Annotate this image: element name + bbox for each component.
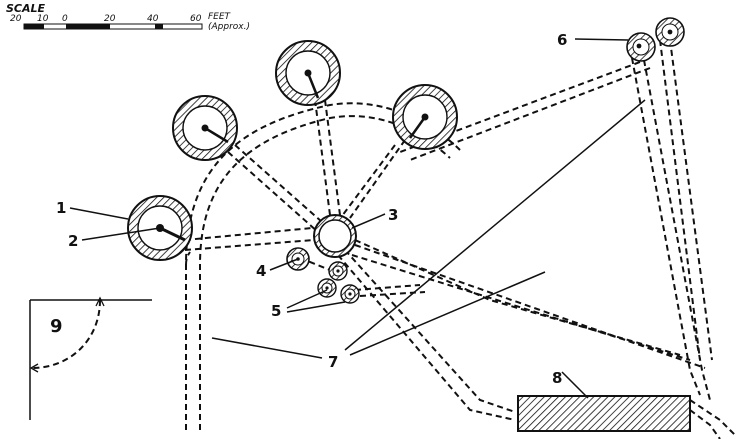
- pit-5c: [340, 284, 360, 304]
- pit-5b: [317, 278, 337, 298]
- passage-6-down-b: [643, 59, 711, 401]
- pit-5a: [328, 261, 348, 281]
- leader-7c: [349, 271, 546, 356]
- pit-6a: [626, 32, 656, 62]
- label-6: 6: [557, 31, 567, 49]
- label-3: 3: [388, 206, 398, 224]
- emplacement-gun: [204, 126, 229, 144]
- corner-arrow-left: [29, 363, 39, 373]
- number-labels: 1 2 3 4 5 6 7 8 9: [50, 31, 567, 387]
- passage-br-b: [689, 409, 721, 439]
- spoke-left-b: [227, 151, 319, 233]
- label-2: 2: [68, 232, 78, 250]
- leader-2: [81, 227, 161, 241]
- passage-3-right-c: [354, 239, 681, 356]
- scale-bar: SCALE 20 10 0 20 40 60 FEET (Approx.): [6, 2, 250, 32]
- pit-dot: [636, 43, 642, 49]
- passage-3-down-b: [337, 254, 516, 421]
- scale-tick-40: 40: [147, 14, 159, 24]
- scale-title: SCALE: [6, 2, 46, 15]
- scale-tick-20b: 20: [104, 14, 116, 24]
- passage-6-down-a: [631, 57, 701, 396]
- emplacement-topright: [392, 84, 458, 150]
- leader-7b: [344, 99, 646, 351]
- label-8: 8: [552, 369, 562, 387]
- corner-marker-9: [29, 296, 152, 420]
- passage-3-right-b: [351, 254, 691, 361]
- passages: [184, 39, 736, 439]
- emplacement-topleft: [172, 95, 238, 161]
- passage-6b-down-b: [669, 39, 713, 361]
- emplacement-top: [275, 40, 341, 106]
- label-5: 5: [271, 302, 281, 320]
- pit-dot: [325, 286, 329, 290]
- spoke-right-a: [349, 139, 406, 219]
- passage-3-down-a: [344, 249, 516, 413]
- emplacement-gun: [306, 72, 320, 99]
- passage-3-right-a: [354, 244, 706, 369]
- command-post-3: [313, 214, 357, 258]
- pits-6: [626, 17, 685, 62]
- passage-1-lower: [184, 239, 315, 251]
- hut-8: [517, 395, 691, 432]
- corner-arc: [31, 299, 101, 369]
- pit-dot: [348, 292, 352, 296]
- scale-unit: FEET: [208, 12, 232, 22]
- leader-lines: [69, 38, 646, 399]
- pit-dot: [336, 269, 340, 273]
- leader-3: [351, 213, 386, 229]
- arch-join: [185, 251, 191, 266]
- passage-br-a: [689, 399, 736, 436]
- scale-tick-10: 10: [37, 14, 49, 24]
- leader-5a: [286, 289, 328, 309]
- label-9: 9: [50, 316, 63, 337]
- leader-7a: [211, 337, 323, 359]
- pit-6b: [655, 17, 685, 47]
- label-1: 1: [56, 199, 66, 217]
- scale-tick-20a: 20: [10, 14, 22, 24]
- leader-5b: [286, 301, 346, 313]
- passage-6b-down-a: [659, 39, 701, 361]
- spoke-left-a: [234, 144, 323, 223]
- leader-4: [269, 258, 299, 271]
- leader-8: [561, 371, 589, 399]
- label-7: 7: [328, 353, 338, 371]
- leader-1: [69, 207, 129, 220]
- emplacement-gun: [408, 116, 427, 139]
- scale-bar-fill-2: [66, 24, 110, 29]
- spoke-right-b: [341, 144, 396, 217]
- scale-note: (Approx.): [208, 22, 250, 32]
- pits-5: [317, 261, 360, 304]
- scale-bar-outline: [23, 23, 203, 30]
- passage-6-diag-b: [409, 67, 651, 161]
- link-5-right-b: [359, 291, 426, 297]
- scale-bar-fill-3: [155, 24, 163, 29]
- scale-tick-60: 60: [190, 14, 202, 24]
- link-5-right: [354, 284, 421, 291]
- corner-lines: [29, 299, 152, 420]
- corner-arrow-top: [95, 296, 105, 307]
- scale-tick-0: 0: [62, 14, 68, 24]
- scale-bar-fill-1: [24, 24, 44, 29]
- emplacement-gun: [159, 226, 186, 242]
- pit-dot: [667, 29, 673, 35]
- leader-6: [574, 38, 629, 41]
- spoke-top-a: [314, 99, 331, 216]
- passage-1-upper: [184, 227, 313, 241]
- label-4: 4: [256, 262, 266, 280]
- command-post-interior: [318, 219, 352, 253]
